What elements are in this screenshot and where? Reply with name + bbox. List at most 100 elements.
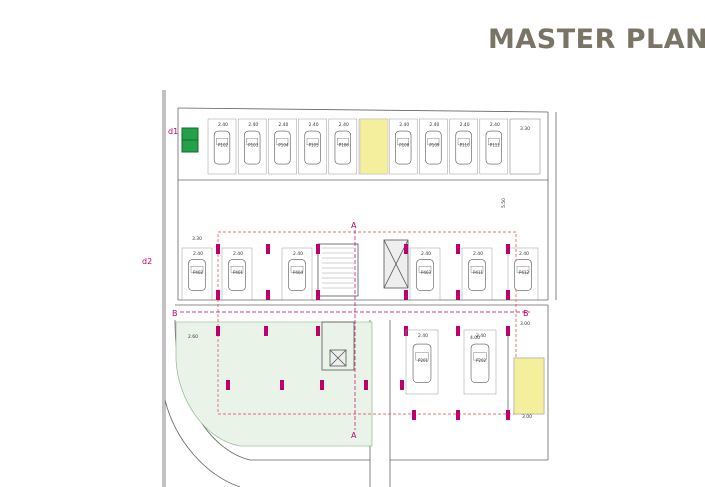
stair-treads [322, 247, 354, 289]
space-id-label: P108 [399, 143, 410, 148]
lower-core [321, 321, 355, 371]
dim-aisle-top: 5.50 [501, 198, 507, 208]
space-width-label: 2.40 [473, 251, 483, 257]
space-outline [237, 118, 267, 175]
column [404, 290, 408, 300]
section-lines [180, 230, 530, 430]
windshield-icon [397, 138, 410, 146]
space-outline [328, 118, 358, 175]
space-id-label: P202 [476, 358, 487, 363]
column [506, 244, 510, 254]
windshield-icon [457, 138, 470, 146]
car-icon [416, 259, 434, 291]
column [316, 290, 320, 300]
column [316, 326, 320, 336]
column [456, 244, 460, 254]
space-outline [207, 118, 237, 175]
car-icon [425, 130, 442, 165]
windshield-icon [337, 138, 349, 146]
space-outline [268, 118, 297, 175]
space-width-label: 2.40 [339, 122, 349, 128]
column [316, 244, 320, 254]
windshield-icon [246, 138, 259, 146]
space-id-label: P201 [418, 358, 429, 363]
space-outline [221, 247, 253, 301]
column [404, 244, 408, 254]
zone-d1-label: d1 [168, 127, 178, 136]
column [216, 244, 220, 254]
windshield-icon [488, 138, 500, 146]
space-width-label: 2.40 [460, 122, 470, 128]
column [216, 290, 220, 300]
space-id-label: P103 [248, 143, 259, 148]
mid-parking-row: 2.40P4022.40P4012.40P4042.40P4032.40P411… [181, 247, 539, 301]
space-width-label: 2.40 [218, 122, 228, 128]
space-outline [479, 118, 509, 175]
space-width-label: 2.40 [233, 251, 243, 257]
windshield-icon [427, 138, 440, 146]
highlighted-space-bottom [513, 357, 545, 415]
space-id-label: P102 [218, 143, 229, 148]
column [456, 410, 460, 420]
space-outline [461, 247, 493, 301]
space-outline [449, 118, 478, 175]
space-outline [409, 247, 441, 301]
windshield-icon [306, 138, 319, 146]
section-b-left: B [172, 309, 178, 318]
windshield-icon [418, 266, 432, 273]
windshield-icon [290, 266, 304, 273]
highlighted-space-top [359, 118, 389, 175]
d1-marker-top [181, 127, 199, 141]
car-icon [288, 259, 306, 291]
space-id-label: P105 [309, 143, 320, 148]
windshield-icon [216, 138, 228, 146]
windshield-icon [516, 266, 530, 273]
space-outline [298, 118, 327, 175]
windshield-icon [230, 266, 244, 273]
dim-top-right: 3.30 [520, 126, 530, 132]
space-id-label: P402 [193, 270, 204, 275]
zone-d2-label: d2 [142, 257, 152, 266]
space-id-label: P404 [293, 270, 304, 275]
space-id-label: P412 [519, 270, 530, 275]
space-id-label: P403 [421, 270, 432, 275]
windshield-icon [415, 352, 429, 361]
car-icon [228, 259, 246, 291]
windshield-icon [190, 266, 204, 273]
space-id-label: P110 [460, 143, 471, 148]
space-width-label: 2.40 [293, 251, 303, 257]
car-icon [213, 130, 231, 165]
section-b-right: B [523, 309, 529, 318]
space-width-label: 2.40 [490, 122, 500, 128]
space-width-label: 2.40 [429, 122, 439, 128]
section-a-bottom: A [351, 431, 357, 440]
car-icon [395, 130, 412, 165]
space-outline [419, 118, 448, 175]
column [456, 326, 460, 336]
space-id-label: P104 [278, 143, 289, 148]
space-width-label: 2.40 [193, 251, 203, 257]
car-icon [455, 130, 472, 165]
space-outline [463, 329, 497, 395]
column [506, 410, 510, 420]
section-a-top: A [351, 221, 357, 230]
space-id-label: P106 [339, 143, 350, 148]
space-width-label: 2.40 [309, 122, 319, 128]
column [506, 290, 510, 300]
dim-left-mid: 2.60 [188, 334, 198, 340]
space-width-label: 2.40 [476, 333, 486, 339]
car-icon [468, 259, 486, 291]
